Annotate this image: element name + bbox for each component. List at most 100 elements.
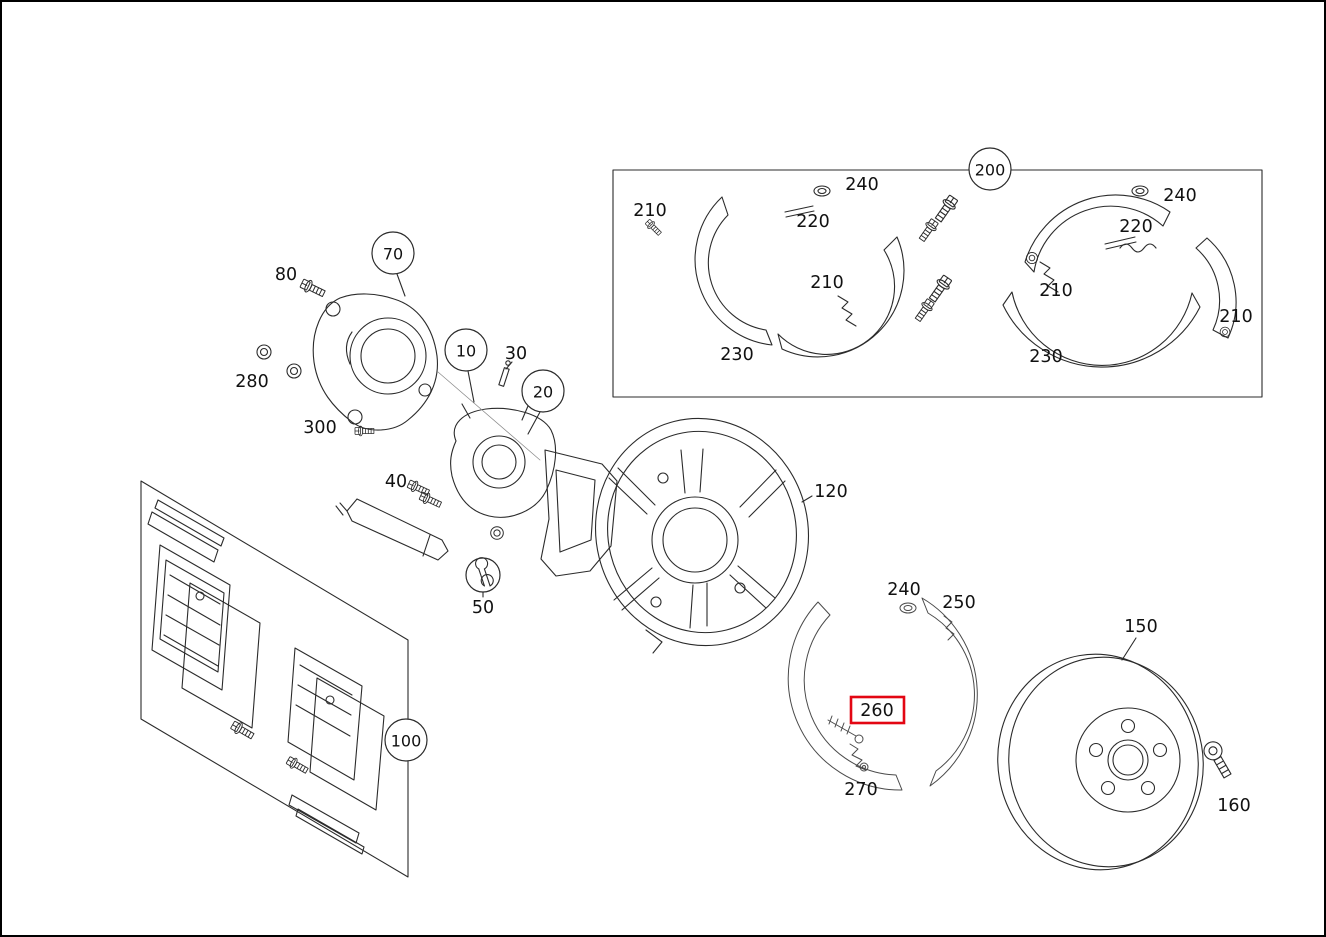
- adjuster-teeth: [828, 715, 851, 735]
- brake-caliper: [335, 360, 618, 598]
- callout-70[interactable]: 70: [383, 245, 403, 264]
- callout-210-1[interactable]: 210: [633, 201, 666, 221]
- shield-rib: [689, 582, 708, 629]
- leader-line: [801, 495, 813, 503]
- callout-240-3[interactable]: 240: [887, 580, 920, 600]
- callout-270[interactable]: 270: [844, 780, 877, 800]
- callout-100[interactable]: 100: [391, 732, 422, 751]
- brake-shoe: [777, 236, 905, 358]
- wrench-icon: [475, 557, 494, 587]
- hold-down-spring: [943, 615, 955, 641]
- callout-220-2[interactable]: 220: [1119, 217, 1152, 237]
- callout-210-4[interactable]: 210: [1219, 307, 1252, 327]
- callout-240-2[interactable]: 240: [1163, 186, 1196, 206]
- callout-160[interactable]: 160: [1217, 796, 1250, 816]
- callout-80[interactable]: 80: [275, 265, 297, 285]
- shield-rib: [739, 469, 786, 518]
- adjuster-strut: [1104, 236, 1137, 250]
- alignment-line: [437, 371, 541, 461]
- return-spring: [1039, 261, 1059, 293]
- return-spring: [837, 295, 857, 327]
- brake-shoe: [1002, 291, 1201, 368]
- callout-200[interactable]: 200: [975, 161, 1006, 180]
- leader-line: [505, 361, 513, 370]
- callout-230-1[interactable]: 230: [720, 345, 753, 365]
- bolt-hole: [657, 472, 669, 484]
- coil-spring: [1119, 243, 1157, 253]
- caliper-carrier-bracket: [256, 273, 439, 437]
- callout-120[interactable]: 120: [814, 482, 847, 502]
- return-spring: [849, 743, 867, 771]
- bolt-hole: [650, 596, 662, 608]
- mount-hole: [347, 409, 363, 425]
- mount-hole: [325, 301, 341, 317]
- pad-clip: [325, 695, 335, 705]
- brake-pad: [151, 544, 231, 691]
- callout-240-1[interactable]: 240: [845, 175, 878, 195]
- adjuster-strut: [784, 205, 815, 218]
- brake-shoe: [921, 597, 978, 787]
- pad-shim: [154, 499, 225, 547]
- spring-eye: [859, 762, 869, 772]
- callout-circle-70[interactable]: [371, 231, 415, 275]
- caliper-piston: [472, 435, 526, 489]
- hub-opening: [651, 496, 739, 584]
- callout-circle-10[interactable]: [444, 328, 488, 372]
- lug-hole: [1140, 780, 1156, 796]
- pad-clip: [195, 591, 205, 601]
- grease-tube-tip: [335, 502, 348, 516]
- callout-50[interactable]: 50: [472, 598, 494, 618]
- brake-shoe: [1195, 237, 1237, 339]
- callout-300[interactable]: 300: [303, 418, 336, 438]
- callout-circle-200[interactable]: [968, 147, 1012, 191]
- brake-dust-shield: [594, 417, 813, 654]
- callout-230-2[interactable]: 230: [1029, 347, 1062, 367]
- brake-pad: [181, 582, 261, 729]
- shield-rib: [729, 565, 776, 609]
- callout-250[interactable]: 250: [942, 593, 975, 613]
- callout-30[interactable]: 30: [505, 344, 527, 364]
- parking-brake-shoes: [787, 597, 978, 791]
- callout-10[interactable]: 10: [456, 342, 476, 361]
- adjuster-end: [854, 734, 864, 744]
- callout-labels: 200 70 10 20 100 240 210 220 210 230 240…: [235, 147, 1253, 816]
- caliper-frame: [540, 449, 618, 577]
- callout-circle-100[interactable]: [384, 718, 428, 762]
- pad-friction-surface: [159, 559, 225, 673]
- brake-shoe: [1024, 194, 1171, 273]
- leader-line: [527, 411, 541, 435]
- lug-hole: [1088, 742, 1104, 758]
- brake-pads-box-100: [140, 480, 409, 878]
- callout-210-2[interactable]: 210: [810, 273, 843, 293]
- shoe-kit-box-200: [612, 169, 1263, 398]
- brake-shoe: [694, 196, 773, 346]
- pad-hatching: [295, 664, 353, 737]
- leader-line: [1121, 637, 1137, 661]
- service-symbol-circle: [465, 557, 501, 593]
- shield-rib: [608, 467, 656, 515]
- pad-shim: [147, 511, 219, 563]
- callout-210-3[interactable]: 210: [1039, 281, 1072, 301]
- callout-220-1[interactable]: 220: [796, 212, 829, 232]
- selected-callout-highlight: [849, 695, 906, 725]
- brake-pad: [309, 677, 385, 811]
- shield-notch: [645, 629, 663, 654]
- lug-hole: [1152, 742, 1168, 758]
- grease-tube: [346, 498, 449, 561]
- shield-rib: [613, 567, 660, 611]
- callout-260-selected[interactable]: 260: [860, 701, 893, 721]
- mount-hole: [418, 383, 432, 397]
- disc-hat: [1075, 707, 1181, 813]
- callout-40[interactable]: 40: [385, 472, 407, 492]
- pad-shim: [295, 808, 365, 855]
- callout-150[interactable]: 150: [1124, 617, 1157, 637]
- callout-20[interactable]: 20: [533, 383, 553, 402]
- center-bore: [1107, 739, 1149, 781]
- callout-280[interactable]: 280: [235, 372, 268, 392]
- shield-rib: [680, 448, 704, 494]
- pad-hatching: [163, 574, 221, 667]
- callout-circle-20[interactable]: [521, 369, 565, 413]
- disc-retaining-screw-icon: [1203, 741, 1232, 779]
